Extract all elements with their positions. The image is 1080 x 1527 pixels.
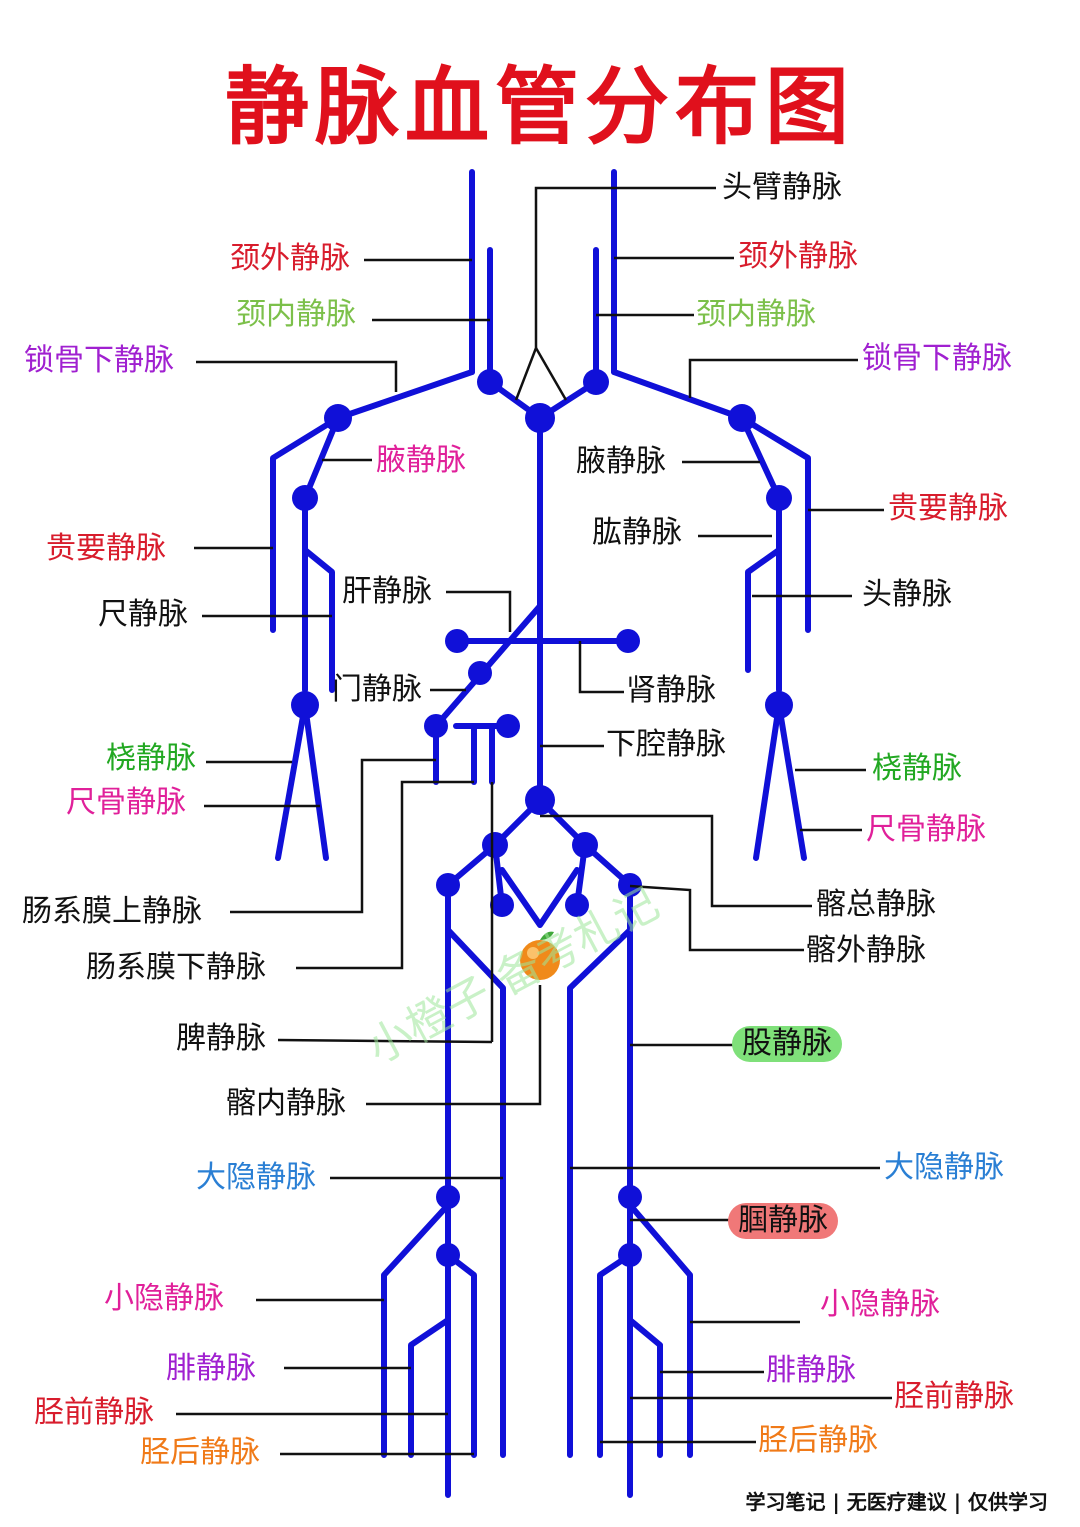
label-common-iliac: 髂总静脉 [816, 890, 936, 920]
node [572, 832, 598, 858]
label-left-radial: 桡静脉 [106, 744, 196, 774]
node [583, 369, 609, 395]
label-left-anterior-tibial: 胫前静脉 [34, 1398, 154, 1428]
node [477, 369, 503, 395]
label-left-peroneal: 腓静脉 [166, 1354, 256, 1384]
node [482, 832, 508, 858]
label-right-great-saphenous: 大隐静脉 [884, 1153, 1004, 1183]
label-portal: 门静脉 [332, 675, 422, 705]
label-right-basilic: 贵要静脉 [888, 494, 1008, 524]
label-cephalic: 头静脉 [862, 580, 952, 610]
label-left-ulna-vein: 尺骨静脉 [66, 788, 186, 818]
label-left-axillary: 腋静脉 [376, 446, 466, 476]
node [436, 873, 460, 897]
label-popliteal: 腘静脉 [728, 1203, 838, 1239]
footer-note: 学习笔记 | 无医疗建议 | 仅供学习 [746, 1486, 1048, 1515]
label-right-external-jugular: 颈外静脉 [738, 242, 858, 272]
label-right-ulna-vein: 尺骨静脉 [866, 815, 986, 845]
label-left-subclavian: 锁骨下静脉 [24, 346, 174, 376]
label-left-posterior-tibial: 胫后静脉 [140, 1438, 260, 1468]
label-left-ulnar: 尺静脉 [98, 600, 188, 630]
label-right-anterior-tibial: 胫前静脉 [894, 1382, 1014, 1412]
node [525, 403, 555, 433]
node [324, 404, 352, 432]
label-left-internal-jugular: 颈内静脉 [236, 300, 356, 330]
node [436, 1185, 460, 1209]
label-right-subclavian: 锁骨下静脉 [862, 344, 1012, 374]
node [292, 485, 318, 511]
label-right-peroneal: 腓静脉 [766, 1356, 856, 1386]
vessel-network [273, 172, 808, 1495]
label-left-external-jugular: 颈外静脉 [230, 244, 350, 274]
label-right-internal-jugular: 颈内静脉 [696, 300, 816, 330]
node [525, 785, 555, 815]
node [616, 629, 640, 653]
label-splenic: 脾静脉 [176, 1024, 266, 1054]
label-right-radial: 桡静脉 [872, 754, 962, 784]
node [496, 714, 520, 738]
label-right-axillary: 腋静脉 [576, 447, 666, 477]
label-superior-mesenteric: 肠系膜上静脉 [22, 897, 202, 927]
label-femoral: 股静脉 [732, 1026, 842, 1062]
node [291, 691, 319, 719]
node [436, 1243, 460, 1267]
node [490, 893, 514, 917]
label-inferior-mesenteric: 肠系膜下静脉 [86, 953, 266, 983]
label-brachiocephalic: 头臂静脉 [722, 173, 842, 203]
node [468, 661, 492, 685]
label-external-iliac: 髂外静脉 [806, 936, 926, 966]
label-right-small-saphenous: 小隐静脉 [820, 1290, 940, 1320]
label-internal-iliac: 髂内静脉 [226, 1089, 346, 1119]
node [424, 714, 448, 738]
label-left-small-saphenous: 小隐静脉 [104, 1284, 224, 1314]
node [445, 629, 469, 653]
label-right-posterior-tibial: 胫后静脉 [758, 1426, 878, 1456]
label-left-basilic: 贵要静脉 [46, 534, 166, 564]
label-brachial: 肱静脉 [592, 518, 682, 548]
label-inferior-vena-cava: 下腔静脉 [606, 730, 726, 760]
node [766, 485, 792, 511]
node [618, 1243, 642, 1267]
label-renal: 肾静脉 [626, 676, 716, 706]
node [765, 691, 793, 719]
node [618, 1185, 642, 1209]
label-hepatic: 肝静脉 [342, 577, 432, 607]
label-left-great-saphenous: 大隐静脉 [196, 1163, 316, 1193]
node [728, 404, 756, 432]
